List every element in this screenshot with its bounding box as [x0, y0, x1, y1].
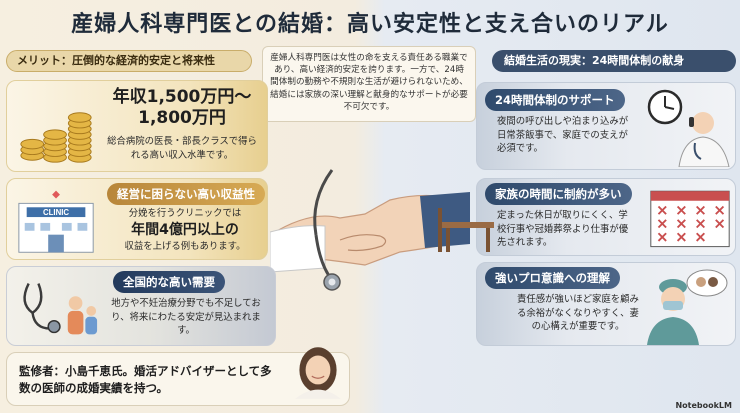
clinic-label: 経営に困らない高い収益性: [107, 183, 265, 205]
income-desc: 総合病院の医長・部長クラスで得られる高い収入水準です。: [107, 136, 257, 161]
coin-stack-icon: [20, 112, 92, 163]
supervisor-credit: 監修者：小島千恵氏。婚活アドバイザーとして多数の医師の成婚実績を持つ。: [6, 347, 350, 406]
demand-desc: 地方や不妊治療分野でも不足しており、将来にわたる安定が見込まれます。: [111, 298, 261, 337]
clinic-building-icon: CLINIC: [18, 190, 94, 253]
clock-doctor-icon: [647, 89, 730, 167]
demand-card: 全国的な高い需要 地方や不妊治療分野でも不足しており、将来にわたる安定が見込まれ…: [6, 266, 276, 346]
clinic-desc-big: 年間4億円以上の: [131, 222, 239, 238]
pro-desc: 責任感が強いほど家庭を顧みる余裕がなくなりやすく、妻の心構えが重要です。: [517, 294, 639, 333]
income-amount-line2: 1,800万円: [138, 108, 226, 128]
support-desc: 夜間の呼び出しや泊まり込みが日常茶飯事で、家庭での支えが必須です。: [497, 116, 629, 155]
support-label: 24時間体制のサポート: [485, 89, 625, 111]
reality-header: 結婚生活の現実：24時間体制の献身: [492, 50, 736, 72]
demand-label: 全国的な高い需要: [113, 271, 225, 293]
clinic-desc-pre: 分娩を行うクリニックでは: [128, 208, 242, 219]
brand-logo: NotebookLM: [675, 401, 732, 410]
clinic-card: CLINIC 経営に困らない高い収益性 分娩を行うクリニックでは 年間4億円以上…: [6, 178, 268, 260]
stethoscope-family-icon: [23, 283, 98, 335]
dining-table-icon: [438, 208, 494, 252]
support-card: 24時間体制のサポート 夜間の呼び出しや泊まり込みが日常茶飯事で、家庭での支えが…: [476, 82, 736, 170]
intro-box: 産婦人科専門医は女性の命を支える責任ある職業であり、高い経済的安定を誇ります。一…: [262, 46, 476, 122]
clinic-desc-post: 収益を上げる例もあります。: [124, 241, 246, 252]
handshake-illustration: [270, 169, 470, 291]
calendar-icon: [650, 190, 730, 248]
page-title: 産婦人科専門医との結婚：高い安定性と支え合いのリアル: [71, 12, 669, 37]
pro-card: 強いプロ意識への理解 責任感が強いほど家庭を顧みる余裕がなくなりやすく、妻の心構…: [476, 262, 736, 346]
surgeon-icon: [647, 269, 728, 345]
supervisor-portrait: [295, 347, 341, 399]
clinic-sign: CLINIC: [43, 208, 69, 217]
income-card: 年収1,500万円〜 1,800万円 総合病院の医長・部長クラスで得られる高い収…: [6, 80, 268, 172]
supervisor-text: 監修者：小島千恵氏。婚活アドバイザーとして多数の医師の成婚実績を持つ。: [19, 364, 272, 396]
merit-header: メリット：圧倒的な経済的安定と将来性: [6, 50, 252, 72]
income-amount-line1: 年収1,500万円〜: [112, 87, 252, 107]
family-card: 家族の時間に制約が多い 定まった休日が取りにくく、学校行事や冠婚葬祭より仕事が優…: [476, 178, 736, 256]
pro-label: 強いプロ意識への理解: [485, 267, 620, 289]
family-label: 家族の時間に制約が多い: [485, 183, 632, 205]
family-desc: 定まった休日が取りにくく、学校行事や冠婚葬祭より仕事が優先されます。: [497, 210, 629, 249]
